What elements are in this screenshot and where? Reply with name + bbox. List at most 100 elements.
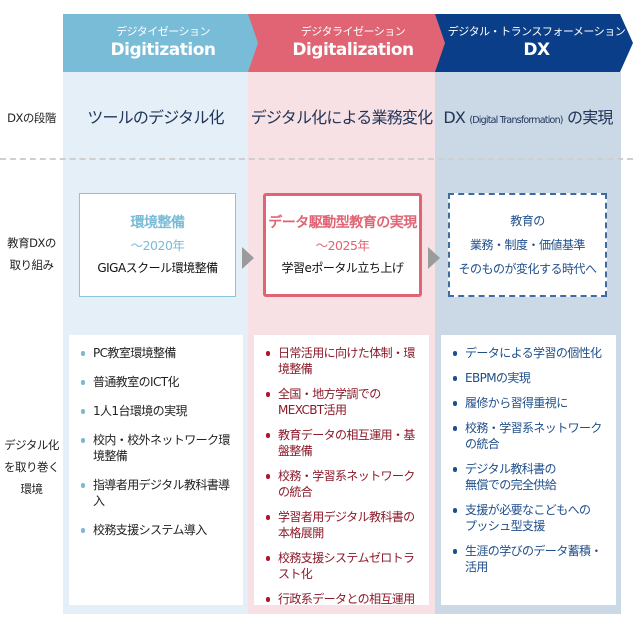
arrow-right-icon [242,247,254,269]
bullet-icon [266,556,270,561]
initiative-box-digitization: 環境整備 ～2020年 GIGAスクール環境整備 [79,193,236,297]
initiative-box-dx: 教育の 業務・制度・価値基準 そのものが変化する時代へ [448,193,607,297]
list-item: データによる学習の個性化 [453,345,610,361]
header-sub: デジタライゼーション [300,25,406,38]
header-main: DX [523,40,550,60]
list-item-text: 1人1台環境の実現 [93,404,187,418]
list-item: 校務・学習系ネットワークの統合 [453,420,610,452]
list-item-text: デジタル教科書の [465,462,557,476]
list-item-text: EBPMの実現 [465,371,531,385]
bullet-icon [81,351,85,356]
bullet-icon [266,392,270,397]
bullet-icon [266,433,270,438]
row-label-line: 取り組み [9,258,55,272]
initiative-title: データ駆動型教育の実現 [268,215,417,231]
initiative-line: 教育の [510,214,545,228]
list-item: 支援が必要なこどもへのプッシュ型支援 [453,502,610,534]
initiative-desc: GIGAスクール環境整備 [97,261,218,275]
list-item: 1人1台環境の実現 [81,403,237,419]
header-digitalization: デジタライゼーション Digitalization [248,14,448,72]
stage-dx-prefix: DX [443,108,466,127]
list-item-text: データによる学習の個性化 [465,346,602,360]
stage-digitization: ツールのデジタル化 [87,108,224,127]
list-item-text: 学習者用デジタル教科書の [278,510,415,524]
bullet-icon [81,438,85,443]
row-label-stage: DXの段階 [7,111,56,125]
initiative-year: ～2020年 [130,238,185,253]
list-item: EBPMの実現 [453,370,610,386]
environment-list-dx: データによる学習の個性化 EBPMの実現履修から習得重視に校務・学習系ネットワーク… [441,335,616,605]
list-item-text: 校務支援システム導入 [93,523,207,537]
stage-dx: DX (Digital Transformation) の実現 [435,100,621,136]
bullet-icon [453,351,457,356]
list-item-text: 全国・地方学調でのMEXCBT活用 [278,387,381,417]
header-sub: デジタル・トランスフォーメーション [447,25,626,38]
list-item: 指導者用デジタル教科書導入 [81,477,237,509]
list-item-text: 指導者用デジタル教科書導入 [93,478,230,508]
header-main: Digitalization [292,40,414,60]
list-item: 普通教室のICT化 [81,374,237,390]
bullet-icon [81,528,85,533]
row-label-line: 教育DXの [7,236,56,250]
header-digitization: デジタイゼーション Digitization [63,14,263,72]
list-item-text: 普通教室のICT化 [93,375,179,389]
list-item: 行政系データとの相互運用 [266,591,423,607]
list-item-text: 支援が必要なこどもへの [465,503,591,517]
list-item: デジタル教科書の無償での完全供給 [453,461,610,493]
list-item-text: 履修から習得重視に [465,396,568,410]
header-main: Digitization [110,40,217,60]
list-item: 学習者用デジタル教科書の本格展開 [266,509,423,541]
list-item-text: プッシュ型支援 [465,519,545,533]
stage-digitalization: デジタル化による業務変化 [250,108,433,127]
list-item-text: 校内・校外ネットワーク環境整備 [93,433,230,463]
bullet-icon [266,597,270,602]
initiative-desc: 学習eポータル立ち上げ [281,261,404,275]
initiative-year: ～2025年 [315,238,370,253]
arrow-right-icon [428,247,440,269]
divider [0,158,633,160]
initiative-line: 業務・制度・価値基準 [469,238,586,252]
initiative-box-digitalization: データ駆動型教育の実現 ～2025年 学習eポータル立ち上げ [263,193,422,297]
list-item: 校内・校外ネットワーク環境整備 [81,432,237,464]
header-sub: デジタイゼーション [115,25,211,38]
stage-dx-suffix: の実現 [567,108,613,127]
list-item-text: 生涯の学びのデータ蓄積・活用 [465,544,602,574]
row-label-initiative: 教育DXの 取り組み [0,232,63,276]
list-item-text: 校務・学習系ネットワークの統合 [465,421,602,451]
bullet-icon [453,426,457,431]
list-item: 校務・学習系ネットワークの統合 [266,468,423,500]
list-item-text: 校務支援システムゼロトラスト化 [278,551,415,581]
header-dx: デジタル・トランスフォーメーション DX [435,14,633,72]
bullet-icon [266,515,270,520]
environment-list-digitalization: 日常活用に向けた体制・環境整備全国・地方学調でのMEXCBT活用教育データの相互… [254,335,429,607]
list-item: PC教室環境整備 [81,345,237,361]
row-label-line: 環境 [20,482,44,496]
list-item: 全国・地方学調でのMEXCBT活用 [266,386,423,418]
bullet-icon [81,409,85,414]
row-label-line: を取り巻く [4,460,60,474]
bullet-icon [453,467,457,472]
initiative-title: 環境整備 [130,215,186,231]
list-item-text: 校務・学習系ネットワークの統合 [278,469,415,499]
list-item-text: 日常活用に向けた体制・環境整備 [278,346,415,376]
bullet-icon [266,474,270,479]
environment-list-digitization: PC教室環境整備普通教室のICT化 1人1台環境の実現校内・校外ネットワーク環境整… [69,335,243,605]
bullet-icon [453,401,457,406]
row-label-environment: デジタル化 を取り巻く 環境 [0,434,63,500]
list-item: 日常活用に向けた体制・環境整備 [266,345,423,377]
bullet-icon [453,376,457,381]
stage-dx-paren: (Digital Transformation) [469,115,563,126]
bullet-icon [81,483,85,488]
list-item: 校務支援システム導入 [81,522,237,538]
list-item-text: 本格展開 [278,526,324,540]
list-item: 生涯の学びのデータ蓄積・活用 [453,543,610,575]
bullet-icon [453,549,457,554]
bullet-icon [266,351,270,356]
list-item: 教育データの相互運用・基盤整備 [266,427,423,459]
list-item-text: 行政系データとの相互運用 [278,592,415,606]
bullet-icon [81,380,85,385]
initiative-line: そのものが変化する時代へ [458,262,597,276]
list-item-text: PC教室環境整備 [93,346,176,360]
list-item-text: 無償での完全供給 [465,478,557,492]
row-label-line: デジタル化 [4,438,59,452]
